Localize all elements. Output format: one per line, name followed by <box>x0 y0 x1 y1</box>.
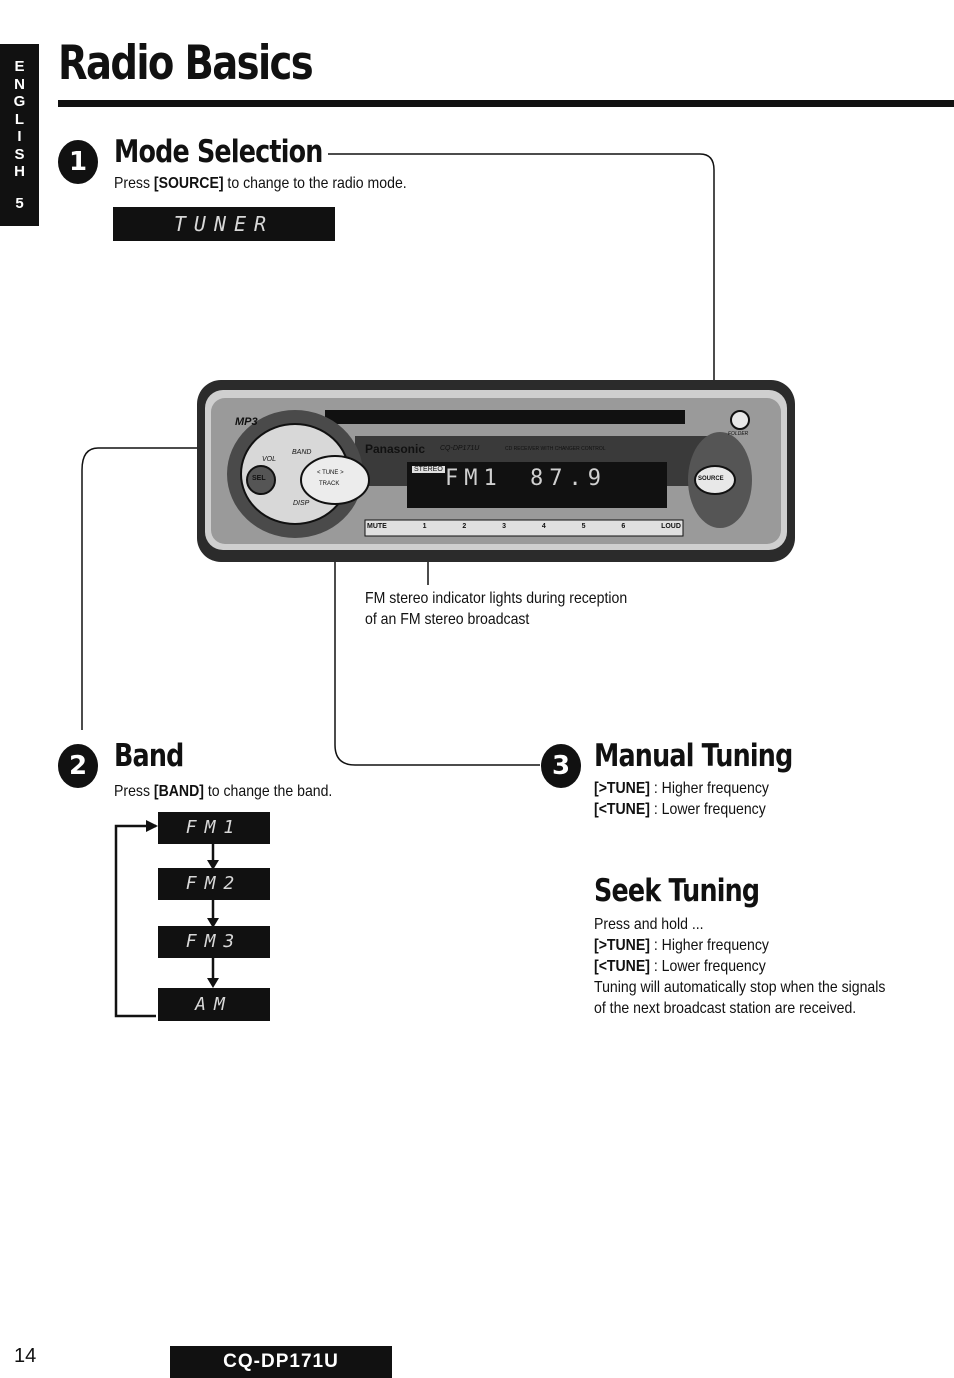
display-button[interactable]: DISP <box>293 500 310 507</box>
seek-tuning-note: Tuning will automatically stop when the … <box>594 979 886 1017</box>
preset-button-2[interactable]: 2 <box>462 523 467 530</box>
mp3-logo: MP3 <box>235 416 258 428</box>
band-heading: Band <box>114 738 184 774</box>
preset-button-3[interactable]: 3 <box>502 523 507 530</box>
stereo-note: FM stereo indicator lights during recept… <box>365 590 628 628</box>
band-display-fm3: FM3 <box>158 926 270 958</box>
manual-tuning-higher: [>TUNE] : Higher frequency <box>594 780 769 797</box>
title-rule <box>58 100 954 107</box>
step-number-3: 3 <box>541 744 581 788</box>
tune-button[interactable]: < TUNE > <box>317 470 344 476</box>
step-number-1: 1 <box>58 140 98 184</box>
band-instruction: Press [BAND] to change the band. <box>114 783 333 800</box>
tuner-display: TUNER <box>113 207 335 241</box>
loud-button[interactable]: LOUD <box>661 523 681 530</box>
folder-button[interactable]: FOLDER <box>728 431 749 437</box>
model-label: CQ-DP171U <box>440 445 480 452</box>
language-letter: I <box>17 128 22 145</box>
language-letter: E <box>14 58 25 75</box>
brand-logo: Panasonic <box>365 442 426 456</box>
select-button[interactable]: SEL <box>252 475 266 482</box>
stereo-indicator: STEREO <box>412 466 445 473</box>
language-letter: H <box>14 163 25 180</box>
band-display-am: AM <box>158 988 270 1021</box>
preset-button-5[interactable]: 5 <box>581 523 586 530</box>
device-subtitle: CD RECEIVER WITH CHANGER CONTROL <box>505 446 606 452</box>
mute-button[interactable]: MUTE <box>367 523 387 530</box>
mode-selection-instruction: Press [SOURCE] to change to the radio mo… <box>114 175 407 192</box>
band-display-fm1: FM1 <box>158 812 270 844</box>
band-button[interactable]: BAND <box>292 449 312 456</box>
preset-buttons-row: MUTE 1 2 3 4 5 6 LOUD <box>367 523 681 530</box>
seek-tuning-intro: Press and hold ... <box>594 916 704 933</box>
device-frequency-readout: 87.9 <box>530 466 607 491</box>
manual-tuning-heading: Manual Tuning <box>594 738 793 774</box>
band-display-fm2: FM2 <box>158 868 270 900</box>
source-button[interactable]: SOURCE <box>698 476 724 482</box>
seek-tuning-heading: Seek Tuning <box>594 873 760 909</box>
preset-button-6[interactable]: 6 <box>621 523 626 530</box>
car-stereo-illustration: MP3 Panasonic CQ-DP171U CD RECEIVER WITH… <box>195 378 797 564</box>
page-title: Radio Basics <box>58 36 314 91</box>
page-number: 14 <box>14 1345 37 1367</box>
language-letter: L <box>14 110 25 128</box>
volume-knob[interactable]: VOL <box>262 456 277 463</box>
section-number: 5 <box>15 194 24 212</box>
preset-button-4[interactable]: 4 <box>541 523 546 530</box>
step-number-2: 2 <box>58 744 98 788</box>
seek-tuning-higher: [>TUNE] : Higher frequency <box>594 937 769 954</box>
language-letter: G <box>13 93 26 110</box>
seek-tuning-lower: [<TUNE] : Lower frequency <box>594 958 766 975</box>
manual-tuning-lower: [<TUNE] : Lower frequency <box>594 801 766 818</box>
language-side-tab: E N G L I S H 5 <box>0 44 39 226</box>
language-letter: N <box>14 75 25 93</box>
track-button[interactable]: TRACK <box>319 481 340 487</box>
language-letter: S <box>14 145 25 163</box>
model-footer: CQ-DP171U <box>170 1346 392 1378</box>
mode-selection-heading: Mode Selection <box>114 134 323 170</box>
preset-button-1[interactable]: 1 <box>422 523 427 530</box>
device-band-readout: FM1 <box>445 466 503 491</box>
